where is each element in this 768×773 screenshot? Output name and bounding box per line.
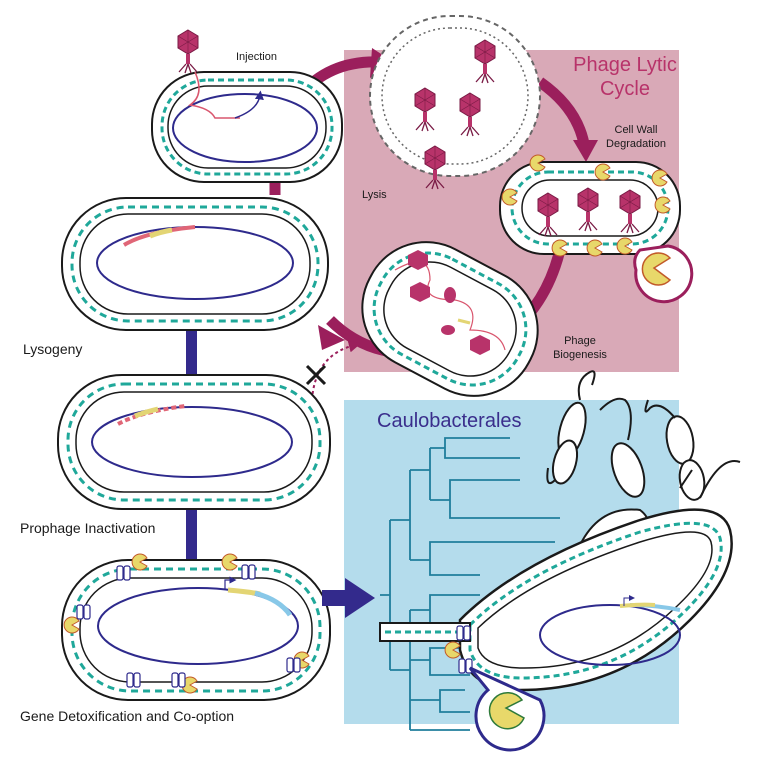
cell-lysis: [369, 15, 541, 177]
connector-prophage: [186, 508, 197, 560]
phage-biogenesis-label: Phage Biogenesis: [540, 334, 620, 362]
lytic-cycle-title: Phage Lytic Cycle: [560, 53, 690, 101]
lytic-title-line-1: Phage Lytic: [573, 54, 677, 76]
cell-injection: [151, 71, 343, 183]
phage-biogenesis-line-2: Biogenesis: [553, 349, 607, 361]
stalked-cell: [379, 508, 733, 692]
lysis-label: Lysis: [362, 189, 387, 201]
lysogeny-label: Lysogeny: [23, 341, 83, 357]
lytic-arrowhead-left: [318, 325, 345, 350]
enzyme-callout: [633, 244, 694, 304]
membrane-protein-icon-4: [126, 672, 141, 688]
membrane-protein-icon-6: [286, 657, 301, 673]
blocked-path: [311, 340, 361, 401]
membrane-protein-icon-stalk-2: [458, 658, 473, 674]
cell-wall-line-1: Cell Wall: [614, 124, 658, 136]
injecting-phage-icon: [177, 29, 199, 74]
membrane-protein-icon-5: [171, 672, 186, 688]
lytic-title-line-2: Cycle: [599, 78, 650, 100]
cell-lysogeny: [61, 197, 329, 331]
co-option-arrow: [322, 578, 375, 618]
blocked-x-mark: [305, 364, 327, 386]
membrane-protein-icon-stalk-1: [456, 625, 471, 641]
phage-biogenesis-line-1: Phage: [564, 335, 596, 347]
membrane-protein-icon-1: [116, 565, 131, 581]
membrane-protein-icon-3: [76, 604, 91, 620]
cell-phage-biogenesis: [361, 241, 539, 397]
cell-wall-line-2: Degradation: [606, 138, 666, 150]
prophage-inactivation-label: Prophage Inactivation: [20, 520, 156, 536]
caulobacterales-title: Caulobacterales: [377, 410, 522, 432]
enzyme-zoom-bubble: [468, 666, 546, 752]
membrane-protein-icon-2: [241, 564, 256, 580]
gene-detoxification-label: Gene Detoxification and Co-option: [20, 708, 235, 724]
connector-lysogeny: [186, 330, 197, 378]
injection-label: Injection: [236, 51, 277, 63]
lytic-arrowhead-right: [573, 140, 598, 162]
cell-prophage-inactivation: [57, 374, 331, 510]
cell-wall-degradation-label: Cell Wall Degradation: [596, 123, 676, 151]
